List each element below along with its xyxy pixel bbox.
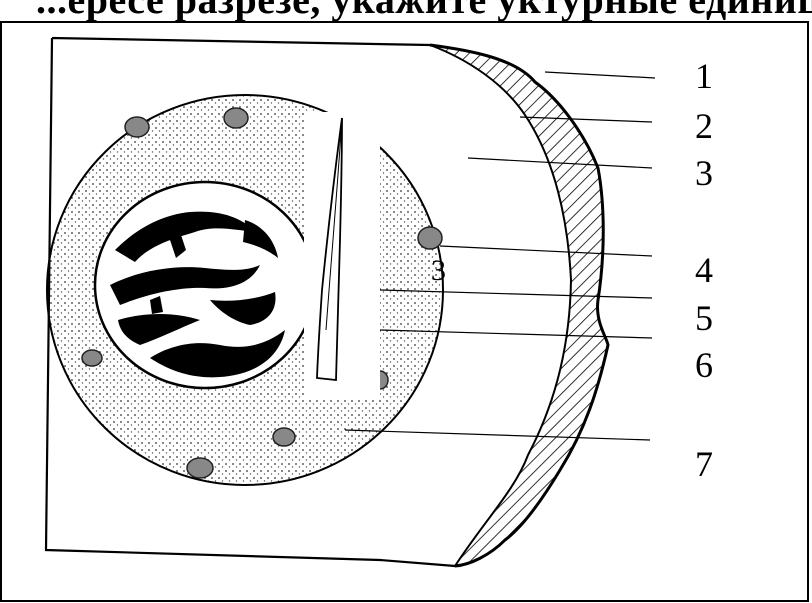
label-7: 7 bbox=[695, 446, 713, 482]
inner-label-3: 3 bbox=[431, 256, 446, 286]
label-1: 1 bbox=[695, 58, 713, 94]
label-3: 3 bbox=[695, 155, 713, 191]
label-4: 4 bbox=[695, 252, 713, 288]
label-6: 6 bbox=[695, 347, 713, 383]
cell-wall bbox=[430, 45, 608, 566]
label-5: 5 bbox=[695, 300, 713, 336]
label-2: 2 bbox=[695, 108, 713, 144]
